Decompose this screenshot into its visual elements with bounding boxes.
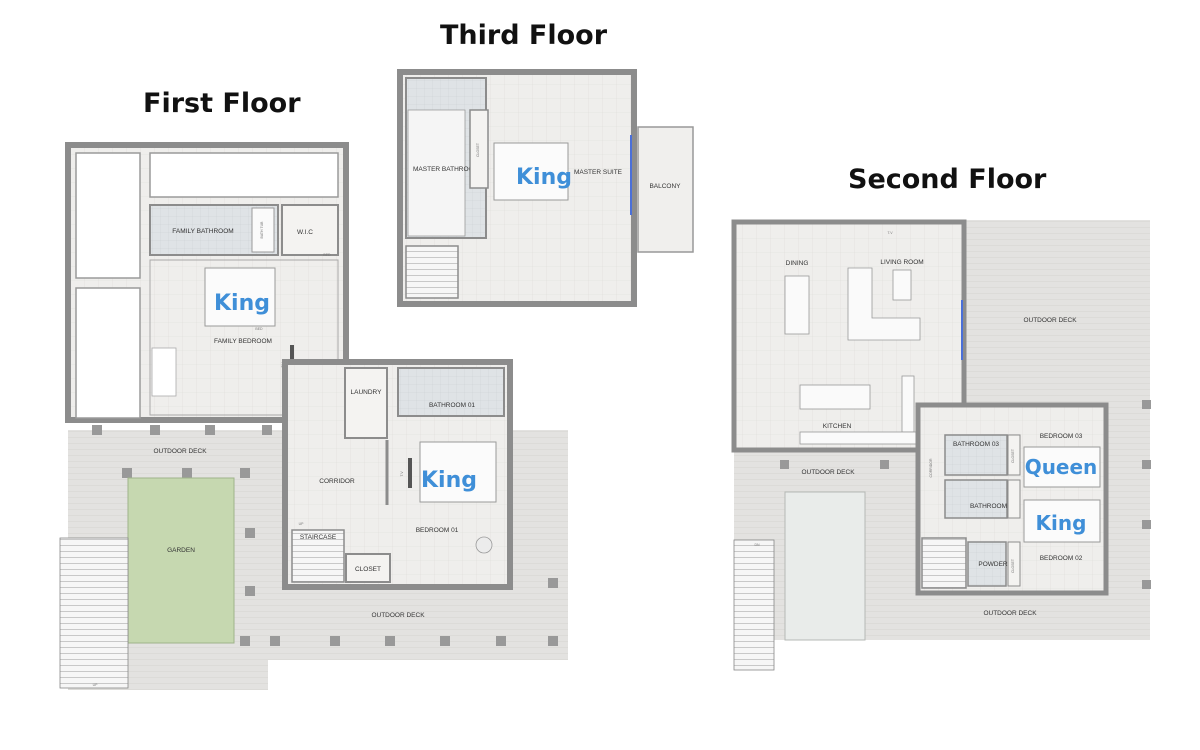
first-floor-plan: GARDEN UP FAMILY BATHROOM BATH TUB W.I.C… bbox=[59, 142, 568, 690]
master-bed-size-label: King bbox=[516, 165, 572, 190]
bathroom-03 bbox=[944, 434, 1008, 476]
bedroom-03-bed bbox=[1023, 446, 1101, 488]
closet-a-label: CLOSET bbox=[1011, 448, 1015, 463]
sofa bbox=[847, 267, 921, 341]
second-outdoor-deck-bottom-label: OUTDOOR DECK bbox=[983, 610, 1037, 617]
laundry-label: LAUNDRY bbox=[351, 389, 383, 396]
balcony bbox=[637, 126, 694, 253]
first-stairs-up-label: UP bbox=[93, 683, 99, 687]
third-staircase bbox=[405, 245, 459, 299]
kitchen-label: KITCHEN bbox=[823, 423, 852, 430]
balcony-label: BALCONY bbox=[649, 183, 681, 190]
bedroom-01-tv-label: T.V bbox=[400, 471, 404, 477]
walk-in-closet bbox=[281, 204, 339, 256]
staircase-label: STAIRCASE bbox=[300, 534, 337, 541]
first-exterior-stairs bbox=[59, 537, 129, 689]
bedroom-01-bed-size-label: King bbox=[421, 468, 477, 493]
bedroom-01-label: BEDROOM 01 bbox=[416, 527, 459, 534]
family-bed-size-label: King bbox=[214, 291, 270, 316]
family-bathroom-label: FAMILY BATHROOM bbox=[172, 228, 233, 235]
family-bed-label: BED bbox=[255, 327, 263, 331]
garden-label: GARDEN bbox=[167, 547, 195, 554]
dining-label: DINING bbox=[786, 260, 809, 267]
second-corridor-label: CORRIDOR bbox=[929, 458, 933, 478]
bathroom-01-label: BATHROOM 01 bbox=[429, 402, 475, 409]
wic-label: W.I.C bbox=[297, 229, 313, 236]
third-closet bbox=[469, 109, 489, 189]
second-staircase bbox=[921, 537, 967, 589]
bedroom-01-bed bbox=[419, 441, 497, 503]
second-tv-label: T.V bbox=[887, 231, 893, 235]
laundry bbox=[344, 367, 388, 439]
kitchen-island bbox=[799, 384, 871, 410]
third-floor-title: Third Floor bbox=[440, 20, 608, 51]
bedroom-03-label: BEDROOM 03 bbox=[1040, 433, 1083, 440]
bed-small-label: BED bbox=[323, 253, 331, 257]
closet-b-label: CLOSET bbox=[1011, 558, 1015, 573]
second-floor-title: Second Floor bbox=[848, 164, 1047, 195]
first-staircase bbox=[291, 529, 345, 583]
second-outdoor-deck-left-label: OUTDOOR DECK bbox=[801, 469, 855, 476]
powder-label: POWDER bbox=[978, 561, 1008, 568]
bedroom-03-bed-size-label: Queen bbox=[1025, 455, 1098, 479]
first-closet bbox=[345, 553, 391, 583]
garden bbox=[127, 477, 235, 644]
bath-tub-label: BATH TUB bbox=[260, 221, 264, 239]
bathroom-01 bbox=[397, 367, 505, 417]
second-outdoor-deck-right-label: OUTDOOR DECK bbox=[1023, 317, 1077, 324]
master-bathroom-label: MASTER BATHROOM bbox=[413, 166, 479, 173]
first-closet-label: CLOSET bbox=[355, 566, 381, 573]
first-outdoor-deck-top-label: OUTDOOR DECK bbox=[153, 448, 207, 455]
bedroom-02-label: BEDROOM 02 bbox=[1040, 555, 1083, 562]
third-floor-plan: BALCONY MASTER BATHROOM CLOSET King MAST… bbox=[397, 69, 694, 307]
second-dn-label: DN bbox=[754, 543, 760, 547]
bathroom-03-label: BATHROOM 03 bbox=[953, 441, 999, 448]
first-floor-title: First Floor bbox=[143, 88, 301, 119]
second-floor-plan: DN DINING LIVING ROOM T.V KITCHEN CORRID… bbox=[731, 219, 1151, 671]
bedroom-02-bed-size-label: King bbox=[1036, 511, 1087, 535]
staircase-up-label: UP bbox=[299, 522, 305, 526]
master-suite-label: MASTER SUITE bbox=[574, 169, 623, 176]
master-bed bbox=[493, 142, 569, 201]
bathroom-02 bbox=[944, 479, 1008, 519]
dining-table bbox=[784, 275, 810, 335]
first-corridor-label: CORRIDOR bbox=[319, 478, 355, 485]
bedroom-02-bed bbox=[1023, 499, 1101, 543]
living-room-label: LIVING ROOM bbox=[880, 259, 923, 266]
powder-room bbox=[967, 541, 1007, 587]
bathroom-02-label: BATHROOM 02 bbox=[970, 503, 1016, 510]
family-bedroom-label: FAMILY BEDROOM bbox=[214, 338, 272, 345]
family-bed bbox=[204, 267, 276, 327]
first-outdoor-deck-bottom-label: OUTDOOR DECK bbox=[371, 612, 425, 619]
third-closet-label: CLOSET bbox=[476, 142, 480, 157]
